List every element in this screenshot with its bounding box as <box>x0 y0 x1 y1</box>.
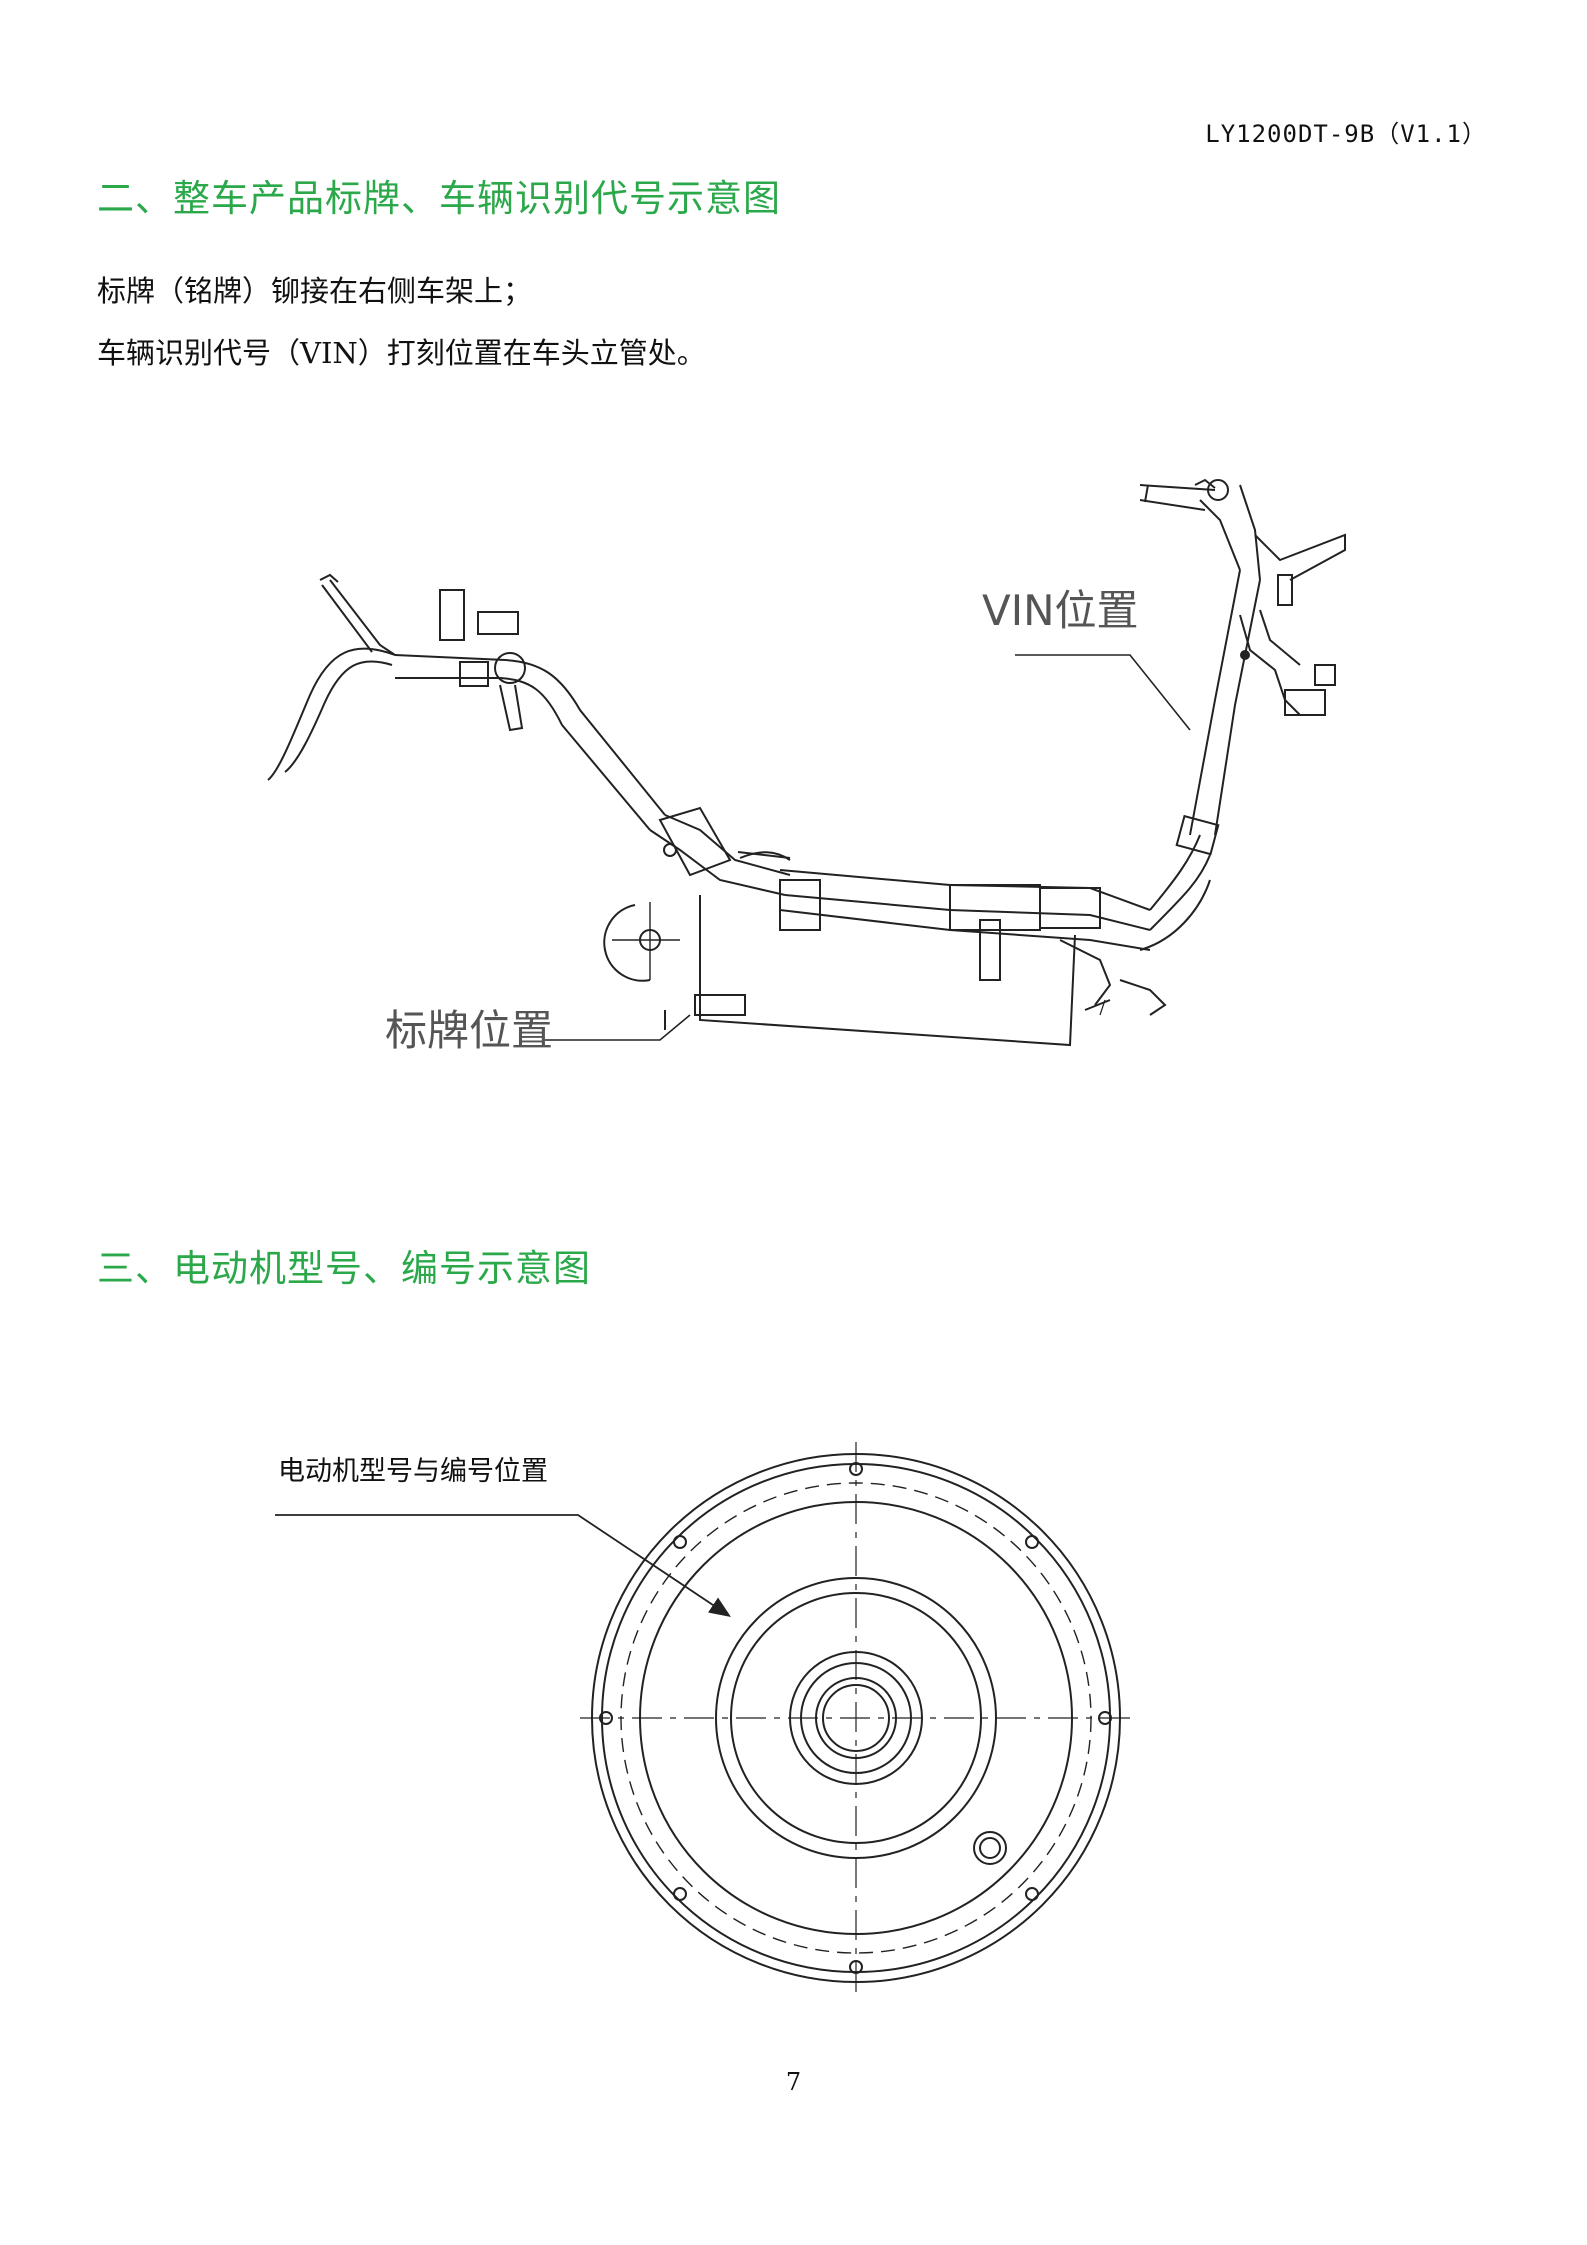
motor-label: 电动机型号与编号位置 <box>278 1456 548 1487</box>
nameplate-note: 标牌（铭牌）铆接在右侧车架上； <box>97 274 533 308</box>
document-code: LY1200DT-9B（V1.1） <box>1205 120 1487 148</box>
vin-position-label: VIN位置 <box>982 586 1139 635</box>
motor-diagram: 电动机型号与编号位置 <box>0 1420 1587 2020</box>
page-number: 7 <box>785 2068 802 2096</box>
section2-heading: 二、整车产品标牌、车辆识别代号示意图 <box>97 177 781 220</box>
nameplate-position-label: 标牌位置 <box>385 1006 553 1055</box>
section3-heading: 三、电动机型号、编号示意图 <box>97 1247 591 1290</box>
frame-diagram: VIN位置 标牌位置 <box>0 440 1587 1080</box>
vin-note: 车辆识别代号（VIN）打刻位置在车头立管处。 <box>97 336 706 370</box>
